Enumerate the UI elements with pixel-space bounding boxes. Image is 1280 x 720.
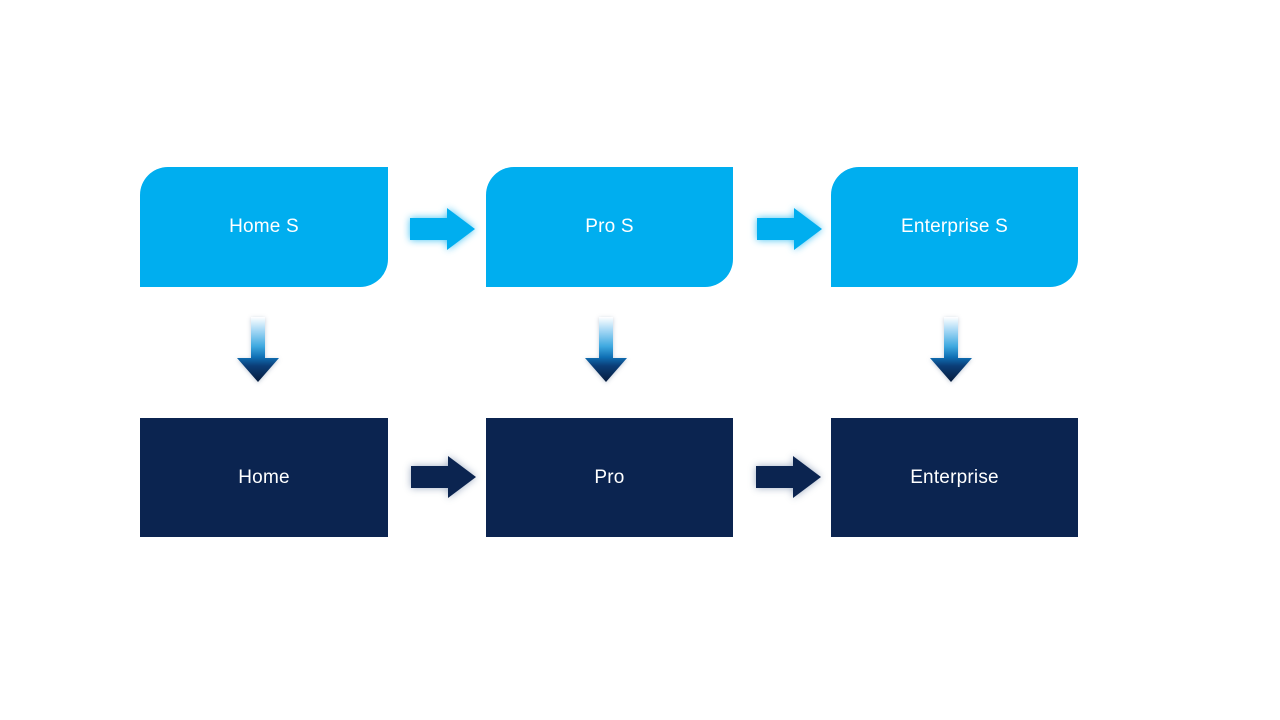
node-pro: Pro — [486, 418, 733, 537]
node-label: Pro — [594, 466, 625, 488]
node-label: Pro S — [585, 216, 634, 237]
down-arrow-icon — [584, 317, 628, 383]
node-label: Home — [238, 466, 290, 488]
down-arrow-icon — [929, 317, 973, 383]
node-home-s: Home S — [140, 167, 388, 287]
right-arrow-icon — [756, 454, 822, 500]
node-label: Enterprise — [910, 466, 999, 488]
right-arrow-icon — [411, 454, 477, 500]
right-arrow-icon — [410, 206, 476, 252]
right-arrow-icon — [757, 206, 823, 252]
down-arrow-icon — [236, 317, 280, 383]
node-enterprise-s: Enterprise S — [831, 167, 1078, 287]
node-enterprise: Enterprise — [831, 418, 1078, 537]
node-label: Home S — [229, 216, 299, 237]
node-pro-s: Pro S — [486, 167, 733, 287]
node-home: Home — [140, 418, 388, 537]
node-label: Enterprise S — [901, 216, 1008, 237]
